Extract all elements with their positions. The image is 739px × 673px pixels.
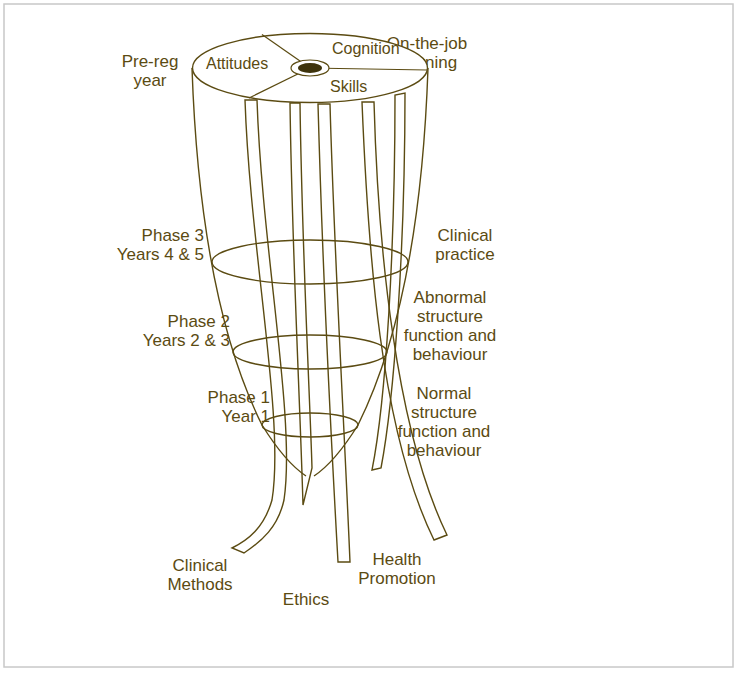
side-label: Phase 3 Years 4 & 5 [98, 226, 204, 264]
phase-ring [233, 335, 387, 369]
side-label: Clinical Methods [150, 556, 250, 594]
side-label: Pre-reg year [110, 52, 190, 90]
strand-ribbon [290, 103, 312, 505]
side-label: Ethics [266, 590, 346, 609]
side-label: Phase 1 Year 1 [170, 388, 270, 426]
disc-rim [193, 34, 428, 103]
segment-label: Cognition [332, 40, 400, 58]
phase-ring [212, 240, 408, 284]
segment-label: Skills [330, 78, 367, 96]
hub [291, 60, 329, 76]
side-label: Health Promotion [342, 550, 452, 588]
strand-ribbon [318, 104, 350, 562]
segment-label: Attitudes [206, 55, 268, 73]
frame [4, 4, 733, 667]
side-label: Clinical practice [420, 226, 510, 264]
strand-ribbon [232, 100, 287, 553]
hub-core [298, 63, 322, 73]
side-label: Phase 2 Years 2 & 3 [130, 312, 230, 350]
side-label: Normal structure function and behaviour [388, 384, 500, 460]
side-label: Abnormal structure function and behaviou… [395, 288, 505, 364]
curriculum-disc: Attitudes CognitionSkills [192, 33, 428, 103]
strand-ribbon [372, 93, 405, 470]
